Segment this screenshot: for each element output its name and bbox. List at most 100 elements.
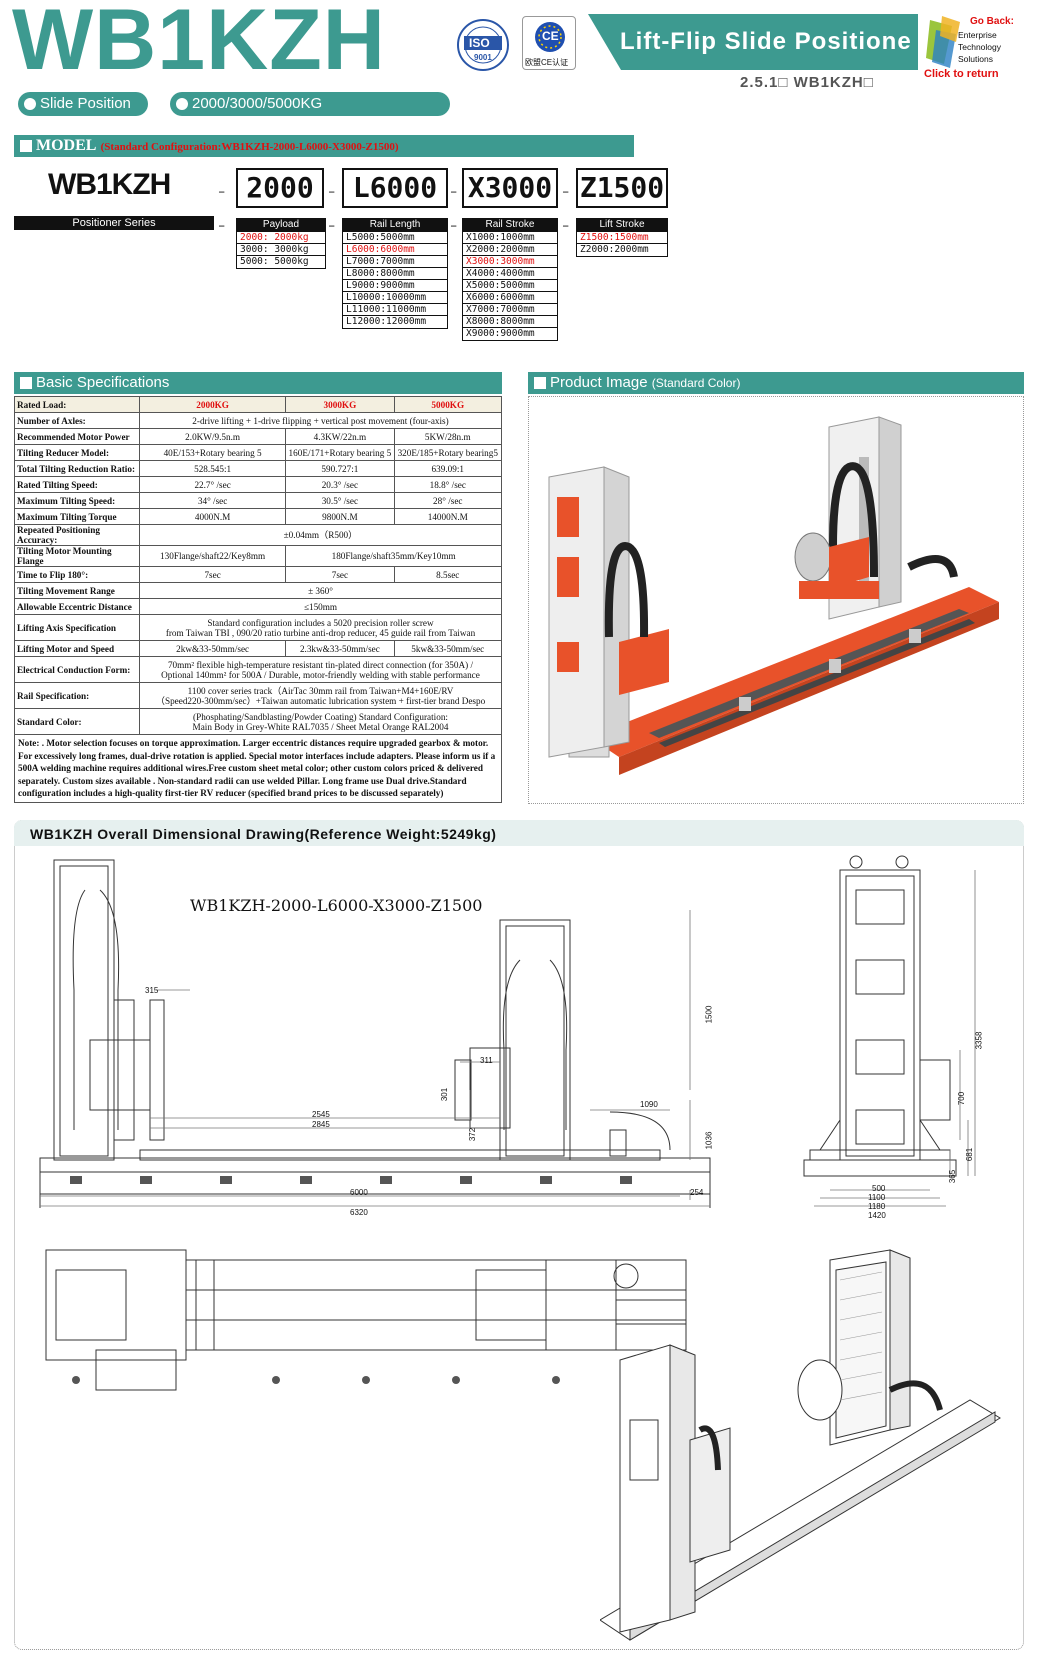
spec-cell: 130Flange/shaft22/Key8mm <box>138 545 287 567</box>
option-item: L9000:9000mm <box>343 280 447 292</box>
option-item: L10000:10000mm <box>343 292 447 304</box>
spec-cell: Maximum Tilting Torque <box>14 508 140 525</box>
opt-dash: - <box>450 212 458 237</box>
spec-cell: 2.0KW/9.5n.m <box>138 428 287 445</box>
dim-372: 372 <box>468 1127 478 1142</box>
positioner-product-image <box>548 416 999 775</box>
spec-cell: Rated Load: <box>14 396 140 413</box>
dim-3358: 3358 <box>974 1031 984 1050</box>
spec-cell: 8.5sec <box>393 566 503 583</box>
model-title: MODEL <box>36 137 97 154</box>
product-title-suffix: (Standard Color) <box>651 376 741 390</box>
spec-cell: Recommended Motor Power <box>14 428 140 445</box>
series-code: WB1KZH <box>48 168 171 201</box>
spec-cell: 528.545:1 <box>138 460 287 477</box>
spec-cell-line: 70mm² flexible high-temperature resistan… <box>167 659 474 670</box>
spec-cell: 14000N.M <box>393 508 503 525</box>
square-bullet-icon <box>20 140 32 152</box>
dim-681: 681 <box>965 1147 975 1162</box>
spec-cell: (Phosphating/Sandblasting/Powder Coating… <box>139 708 502 735</box>
spec-cell: Standard Color: <box>14 708 140 735</box>
code-dash: - <box>218 178 226 203</box>
option-item: X9000:9000mm <box>466 328 535 339</box>
spec-cell: 320E/185+Rotary bearing5 <box>393 444 503 461</box>
dim-1420: 1420 <box>868 1211 886 1220</box>
pill-slide-label: Slide Position <box>40 95 131 112</box>
option-item: L7000:7000mm <box>343 256 447 268</box>
spec-cell: ±0.04mm（R500） <box>139 524 502 546</box>
side-elevation-drawing <box>803 855 976 1207</box>
spec-cell: 70mm² flexible high-temperature resistan… <box>139 656 502 683</box>
option-item: X8000:8000mm <box>463 316 557 328</box>
dim-6320: 6320 <box>350 1208 368 1217</box>
spec-cell: Lifting Motor and Speed <box>14 640 140 657</box>
iso-badge-icon: ISO 9001 <box>454 18 512 72</box>
go-back-link[interactable]: Go Back: Enterprise Technology Solutions… <box>922 12 1034 84</box>
rail-stroke-head: Rail Stroke <box>462 218 558 231</box>
lift-stroke-head: Lift Stroke <box>576 218 668 231</box>
drawing-title: WB1KZH Overall Dimensional Drawing(Refer… <box>30 826 497 842</box>
spec-cell: 34° /sec <box>138 492 287 509</box>
spec-note-row: Note: . Motor selection focuses on torqu… <box>14 734 502 803</box>
dim-1180: 1180 <box>868 1202 886 1211</box>
company-logo-icon <box>926 16 960 68</box>
page-title: WB1KZH <box>12 0 386 88</box>
spec-title: Basic Specifications <box>36 374 170 391</box>
spec-cell: Total Tilting Reduction Ratio: <box>14 460 140 477</box>
dim-365: 365 <box>948 1169 958 1184</box>
product-title: Product Image <box>550 374 648 391</box>
spec-cell: Note: . Motor selection focuses on torqu… <box>14 734 502 803</box>
spec-cell: Tilting Reducer Model: <box>14 444 140 461</box>
model-section-bar: MODEL (Standard Configuration:WB1KZH-200… <box>14 135 634 157</box>
option-item: X3000:3000mm <box>463 256 557 268</box>
spec-cell: 2000KG <box>138 396 287 413</box>
spec-cell-line: (Phosphating/Sandblasting/Powder Coating… <box>193 711 448 722</box>
pill-dot-icon <box>176 98 188 110</box>
ce-badge-icon: CE 欧盟CE认证 <box>522 16 576 70</box>
spec-cell: 9800N.M <box>285 508 395 525</box>
spec-cell-line: （Speed220-300mm/sec）+Taiwan automatic lu… <box>155 695 486 706</box>
pill-dot-icon <box>24 98 36 110</box>
click-return-label: Click to return <box>924 68 999 80</box>
dim-301: 301 <box>440 1087 450 1102</box>
spec-cell: 4.3KW/22n.m <box>285 428 395 445</box>
spec-cell: 3000KG <box>285 396 395 413</box>
spec-cell: 28° /sec <box>393 492 503 509</box>
option-item: L5000:5000mm <box>343 232 447 244</box>
ce-label: CE <box>542 29 559 43</box>
spec-row: Rail Specification:1100 cover series tra… <box>14 682 502 709</box>
spec-cell: Repeated Positioning Accuracy: <box>14 524 140 546</box>
isometric-drawing <box>600 1249 1001 1641</box>
code-payload: 2000 <box>236 168 324 208</box>
dim-315: 315 <box>145 986 159 995</box>
option-item: L6000:6000mm <box>343 244 447 256</box>
dim-1090: 1090 <box>640 1100 658 1109</box>
spec-cell: 22.7° /sec <box>138 476 287 493</box>
spec-cell: 4000N.M <box>138 508 287 525</box>
product-image-frame <box>528 396 1024 804</box>
dim-311: 311 <box>480 1056 493 1065</box>
spec-cell-line: from Taiwan TBI , 090/20 ratio turbine a… <box>165 627 476 638</box>
spec-cell-line: Optional 140mm² for 500A / Durable, moto… <box>161 669 480 680</box>
pill-weights-label: 2000/3000/5000KG <box>192 95 323 112</box>
option-item: 3000: 3000kg <box>237 244 325 256</box>
banner-title: Lift-Flip Slide Positione <box>620 28 912 55</box>
rail-length-head: Rail Length <box>342 218 448 231</box>
square-bullet-icon <box>20 377 32 389</box>
spec-cell-line: Standard configuration includes a 5020 p… <box>207 617 434 628</box>
spec-cell: 5kw&33-50mm/sec <box>393 640 503 657</box>
pill-weights: 2000/3000/5000KG <box>170 92 450 116</box>
code-dash: - <box>562 178 570 203</box>
square-bullet-icon <box>534 377 546 389</box>
iso-sub: 9001 <box>474 53 492 62</box>
go-back-label: Go Back: <box>970 16 1014 27</box>
